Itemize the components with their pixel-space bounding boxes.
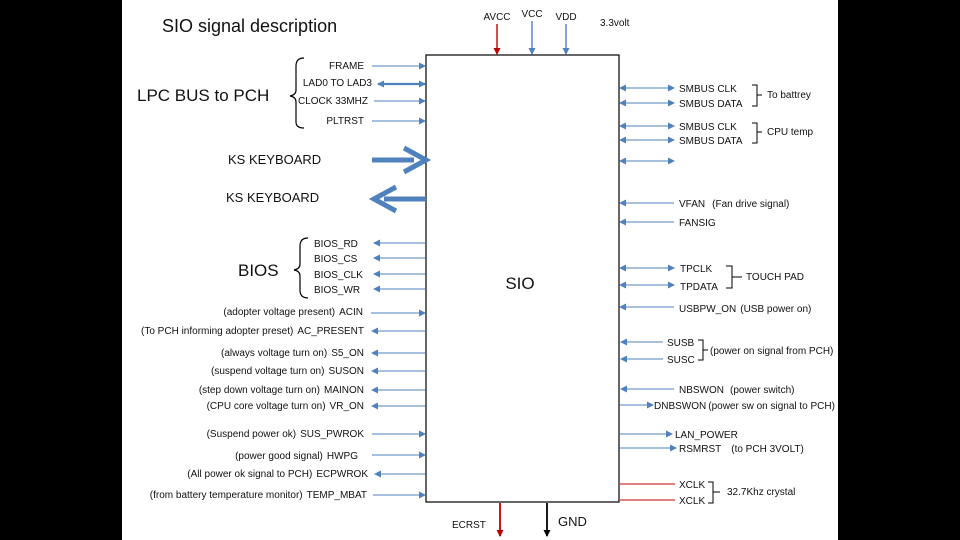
sus-brace bbox=[698, 339, 708, 361]
tpclk-signal: TPCLK bbox=[680, 264, 713, 275]
touchpad-note: TOUCH PAD bbox=[746, 272, 804, 283]
keyboard-group: KS KEYBOARD KS KEYBOARD bbox=[226, 145, 432, 214]
smbus-cpu-data: SMBUS DATA bbox=[679, 136, 743, 147]
bios-brace bbox=[293, 237, 309, 299]
lpc-signal-lad: LAD0 TO LAD3 bbox=[303, 78, 373, 89]
left-signal-group: (adopter voltage present)ACIN (To PCH in… bbox=[141, 307, 426, 501]
xclk-brace bbox=[708, 481, 720, 504]
fansig-signal: FANSIG bbox=[679, 218, 716, 229]
left-signal-vr-on: (CPU core voltage turn on)VR_ON bbox=[207, 401, 364, 412]
susb-signal: SUSB bbox=[667, 338, 695, 349]
lpc-bus-label: LPC BUS to PCH bbox=[137, 86, 269, 105]
xclk1-signal: XCLK bbox=[679, 480, 705, 491]
slide-background bbox=[122, 0, 838, 540]
lpc-signal-frame: FRAME bbox=[329, 61, 364, 72]
left-signal-s5-on: (always voltage turn on)S5_ON bbox=[221, 348, 364, 359]
gnd-label: GND bbox=[558, 514, 587, 529]
bios-label: BIOS bbox=[238, 261, 279, 280]
smbus-cpu-clk: SMBUS CLK bbox=[679, 122, 737, 133]
keyboard-out-label: KS KEYBOARD bbox=[226, 190, 319, 205]
vdd-label: VDD bbox=[555, 12, 576, 23]
smbus-battery-clk: SMBUS CLK bbox=[679, 84, 737, 95]
left-signal-mainon: (step down voltage turn on)MAINON bbox=[199, 385, 364, 396]
right-signal-group: SMBUS CLK SMBUS DATA To battrey SMBUS CL… bbox=[619, 84, 835, 507]
tpdata-signal: TPDATA bbox=[680, 282, 718, 293]
left-signal-sus-pwrok: (Suspend power ok)SUS_PWROK bbox=[207, 429, 365, 440]
lan-power-signal: LAN_POWER bbox=[675, 430, 738, 441]
lpc-brace bbox=[289, 57, 305, 129]
left-signal-ac-present: (To PCH informing adopter preset)AC_PRES… bbox=[141, 326, 364, 337]
touchpad-brace bbox=[726, 265, 742, 289]
nbswon-signal: NBSWON(power switch) bbox=[679, 385, 794, 396]
dnbswon-signal: DNBSWON(power sw on signal to PCH) bbox=[654, 401, 835, 412]
lpc-signal-clock: CLOCK 33MHZ bbox=[298, 96, 368, 107]
vfan-signal: VFAN(Fan drive signal) bbox=[679, 199, 789, 210]
voltage-label: 3.3volt bbox=[600, 18, 630, 29]
left-signal-temp-mbat: (from battery temperature monitor)TEMP_M… bbox=[150, 490, 367, 501]
usbpw-signal: USBPW_ON(USB power on) bbox=[679, 304, 811, 315]
rsmrst-signal: RSMRST(to PCH 3VOLT) bbox=[679, 444, 804, 455]
xclk-note: 32.7Khz crystal bbox=[727, 487, 795, 498]
smbus-cpu-note: CPU temp bbox=[767, 127, 814, 138]
smbus-battery-data: SMBUS DATA bbox=[679, 99, 743, 110]
bios-signal-clk: BIOS_CLK bbox=[314, 270, 363, 281]
bios-signal-cs: BIOS_CS bbox=[314, 254, 358, 265]
power-pins: AVCC VCC VDD 3.3volt bbox=[483, 9, 630, 55]
keyboard-in-arrowhead bbox=[402, 145, 432, 175]
lpc-bus-group: LPC BUS to PCH FRAME LAD0 TO LAD3 CLOCK … bbox=[137, 57, 426, 129]
left-signal-acin: (adopter voltage present)ACIN bbox=[223, 307, 363, 318]
left-signal-hwpg: (power good signal)HWPG bbox=[235, 451, 358, 462]
xclk2-signal: XCLK bbox=[679, 496, 705, 507]
bottom-pins: ECRST GND bbox=[452, 503, 587, 537]
sio-chip-box bbox=[425, 54, 620, 503]
lpc-signal-pltrst: PLTRST bbox=[326, 116, 364, 127]
susc-signal: SUSC bbox=[667, 355, 695, 366]
bios-signal-wr: BIOS_WR bbox=[314, 285, 360, 296]
avcc-label: AVCC bbox=[483, 12, 510, 23]
bios-signal-rd: BIOS_RD bbox=[314, 239, 358, 250]
smbus-battery-note: To battrey bbox=[767, 90, 811, 101]
left-signal-suson: (suspend voltage turn on)SUSON bbox=[211, 366, 364, 377]
left-signal-ecpwrok: (All power ok signal to PCH)ECPWROK bbox=[187, 469, 368, 480]
sio-chip-label: SIO bbox=[505, 274, 534, 293]
diagram-title: SIO signal description bbox=[162, 16, 337, 36]
bios-group: BIOS BIOS_RD BIOS_CS BIOS_CLK BIOS_WR bbox=[238, 237, 425, 299]
ecrst-label: ECRST bbox=[452, 520, 486, 531]
keyboard-out-arrowhead bbox=[368, 184, 398, 214]
vcc-label: VCC bbox=[521, 9, 542, 20]
sus-note: (power on signal from PCH) bbox=[710, 346, 833, 357]
smbus-cpu-brace bbox=[752, 122, 762, 144]
keyboard-in-label: KS KEYBOARD bbox=[228, 152, 321, 167]
smbus-battery-brace bbox=[752, 84, 762, 107]
